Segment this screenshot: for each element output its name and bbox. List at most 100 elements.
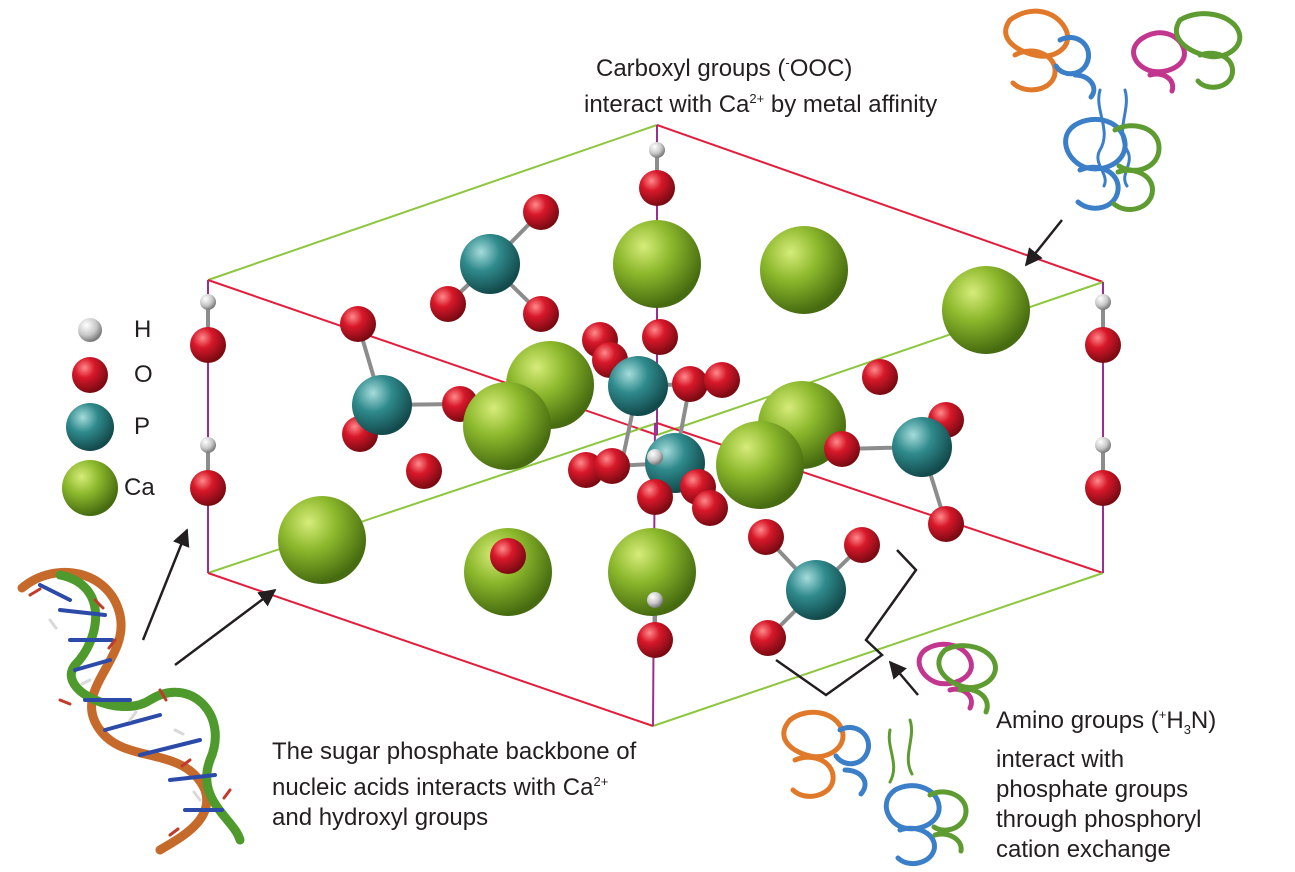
amino-line-3: phosphate groups [996, 775, 1189, 803]
superscript: + [1158, 707, 1167, 722]
legend-label-ca: Ca [124, 474, 155, 501]
o-atom [824, 431, 860, 467]
cell-edge-green [207, 422, 658, 574]
ca-atom [608, 528, 696, 616]
text: Amino groups ( [996, 707, 1159, 734]
arrow-to-bracket [888, 660, 919, 696]
o-atom [406, 453, 442, 489]
carboxyl-annotation: Carboxyl groups (-OOC) interact with Ca2… [584, 48, 937, 120]
o-atom [190, 470, 226, 506]
h-atom [647, 592, 663, 608]
o-atom [637, 479, 673, 515]
base-pair [38, 583, 72, 602]
text: H [1166, 707, 1184, 734]
amino-annotation: Amino groups (+H3N) interact with phosph… [996, 700, 1216, 865]
antibody-domain [1063, 116, 1128, 211]
antibody-domain [1131, 30, 1187, 94]
antibody-domain [833, 725, 872, 797]
p-atom [892, 417, 952, 477]
base-pair [168, 773, 217, 782]
o-atom [862, 359, 898, 395]
dna-atom-cluster [28, 587, 232, 837]
antibody-domain [1053, 35, 1097, 100]
o-atom [523, 194, 559, 230]
legend-label-p: P [134, 413, 151, 440]
ca-atom [278, 496, 366, 584]
ca-atom [760, 226, 848, 314]
legend [62, 318, 118, 516]
base-pair [138, 738, 202, 757]
sugar-line-1: The sugar phosphate backbone of [272, 738, 637, 765]
legend-o-swatch [72, 357, 108, 393]
amino-line-2: interact with [996, 745, 1125, 773]
o-atom [1085, 470, 1121, 506]
arrow-to-ca [1024, 219, 1063, 267]
h-atom [1095, 437, 1111, 453]
text: Carboxyl groups ( [596, 55, 786, 82]
o-atom [692, 490, 728, 526]
base-pair [58, 608, 107, 617]
o-atom [750, 620, 786, 656]
sugar-line-3: and hydroxyl groups [272, 804, 489, 831]
legend-ca-swatch [62, 460, 118, 516]
dna-atoms [28, 587, 232, 837]
cell-edge-red [207, 572, 654, 727]
carboxyl-line-1: Carboxyl groups (-OOC) [596, 48, 937, 84]
o-atom [523, 296, 559, 332]
text: nucleic acids interacts with Ca [272, 774, 594, 801]
cell-edge-red [656, 124, 1104, 283]
o-atom [748, 519, 784, 555]
o-atom [430, 286, 466, 322]
p-atom [786, 560, 846, 620]
o-atom [639, 170, 675, 206]
antibody-domain [1003, 8, 1070, 93]
carboxyl-line-2: interact with Ca2+ by metal affinity [584, 84, 937, 120]
dna-strand [17, 567, 212, 855]
o-atom [490, 538, 526, 574]
antibody-domain [1111, 123, 1162, 212]
subscript: 3 [1183, 721, 1191, 737]
ca-atom [942, 266, 1030, 354]
zigzag-bracket [775, 549, 918, 697]
ca-atom [613, 220, 701, 308]
o-atom [642, 319, 678, 355]
antibody-domain [883, 783, 942, 867]
o-atom [637, 622, 673, 658]
sugar-phosphate-annotation: The sugar phosphate backbone of nucleic … [272, 737, 636, 833]
arrows [141, 219, 1063, 696]
text: by metal affinity [764, 91, 938, 118]
text: N) [1190, 707, 1217, 734]
h-atom [647, 449, 663, 465]
o-atom [340, 306, 376, 342]
sugar-line-2: nucleic acids interacts with Ca2+ [272, 767, 636, 803]
amino-line-5: cation exchange [996, 835, 1171, 863]
arrow-to-oh [141, 528, 190, 641]
h-atom [1095, 294, 1111, 310]
p-atom [460, 234, 520, 294]
ca-atom [716, 421, 804, 509]
h-atom [200, 294, 216, 310]
amino-line-4: through phosphoryl [996, 805, 1202, 833]
dna-base-pairs [38, 583, 224, 812]
cell-edge-green [652, 572, 1104, 727]
p-atom [608, 356, 668, 416]
legend-p-swatch [66, 403, 114, 451]
arrow-to-ca-left [174, 588, 277, 666]
atoms [190, 142, 1121, 658]
o-atom [928, 506, 964, 542]
base-pair [73, 658, 112, 672]
legend-label-o: O [134, 361, 153, 388]
antibody-hinge [887, 718, 914, 784]
cell-edge-green [207, 124, 658, 281]
legend-h-swatch [78, 318, 102, 342]
p-atom [352, 375, 412, 435]
antibody-domain [936, 643, 998, 715]
superscript: - [785, 55, 790, 70]
superscript: 2+ [749, 91, 765, 106]
text: OOC) [789, 55, 853, 82]
amino-line-1: Amino groups (+H3N) [996, 700, 1216, 745]
h-atom [649, 142, 665, 158]
antibody-domain [927, 789, 969, 854]
o-atom [190, 327, 226, 363]
